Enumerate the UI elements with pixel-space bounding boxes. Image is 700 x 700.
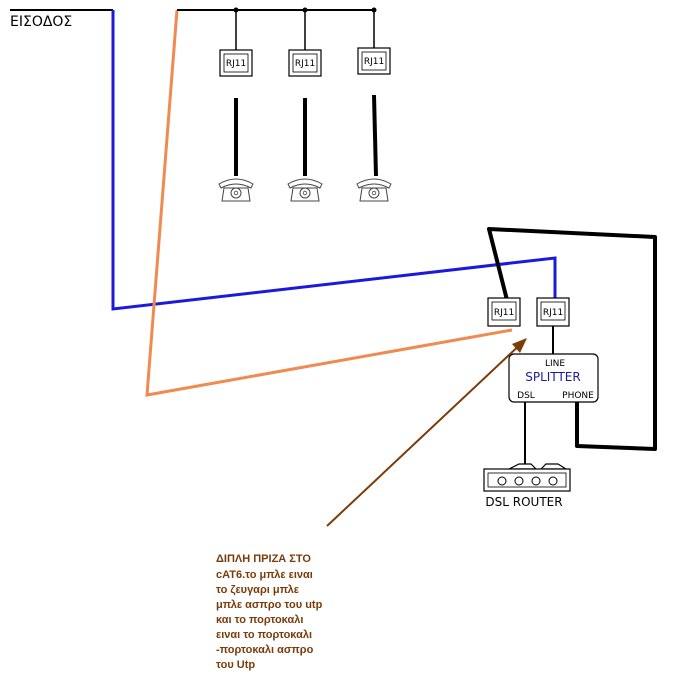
splitter-line-label: LINE	[545, 359, 565, 369]
note-line: cAT6.το μπλε ειναι	[216, 569, 313, 581]
note-line: το ζευγαρι μπλε	[216, 584, 300, 596]
rj11-jack-icon: RJ11	[487, 297, 521, 327]
rj11-jack-icon: RJ11	[219, 49, 253, 77]
jack-label: RJ11	[226, 59, 246, 69]
jack-label: RJ11	[543, 308, 563, 318]
router-icon	[483, 463, 571, 492]
note-line: -πορτοκαλι ασπρο	[216, 644, 314, 656]
bus-drop-wires	[235, 10, 375, 50]
note-line: μπλε ασπρο του utp	[216, 599, 323, 611]
phone-loop-wire	[487, 227, 657, 451]
note-block: ΔΙΠΛΗ ΠΡΙΖΑ ΣΤΟ cAT6.το μπλε ειναι το ζε…	[216, 553, 323, 671]
splitter-dsl-label: DSL	[517, 391, 535, 401]
blue-pair-wire	[111, 10, 557, 311]
note-line: του Utp	[216, 659, 255, 671]
jack-label: RJ11	[364, 57, 384, 67]
router-label: DSL ROUTER	[485, 495, 562, 509]
note-line: ΔΙΠΛΗ ΠΡΙΖΑ ΣΤΟ	[216, 553, 311, 565]
rj11-jack-icon: RJ11	[536, 297, 570, 327]
orange-pair-wire	[145, 9, 513, 397]
telephone-icon	[356, 178, 392, 202]
jack-label: RJ11	[295, 59, 315, 69]
rj11-jack-icon: RJ11	[288, 49, 322, 77]
phone-cord	[372, 94, 378, 177]
jack-label: RJ11	[494, 308, 514, 318]
telephone-icon	[287, 178, 323, 202]
rj11-jack-icon: RJ11	[357, 47, 391, 75]
input-label: ΕΙΣΟΔΟΣ	[10, 14, 72, 30]
splitter-box: LINE SPLITTER DSL PHONE	[508, 353, 599, 403]
arrow-icon	[326, 338, 527, 527]
note-line: και το πορτοκαλι	[216, 614, 303, 626]
splitter-phone-label: PHONE	[562, 391, 594, 401]
telephone-icon	[218, 178, 254, 202]
splitter-title: SPLITTER	[525, 370, 580, 384]
note-line: ειναι το πορτοκαλι	[216, 629, 312, 641]
